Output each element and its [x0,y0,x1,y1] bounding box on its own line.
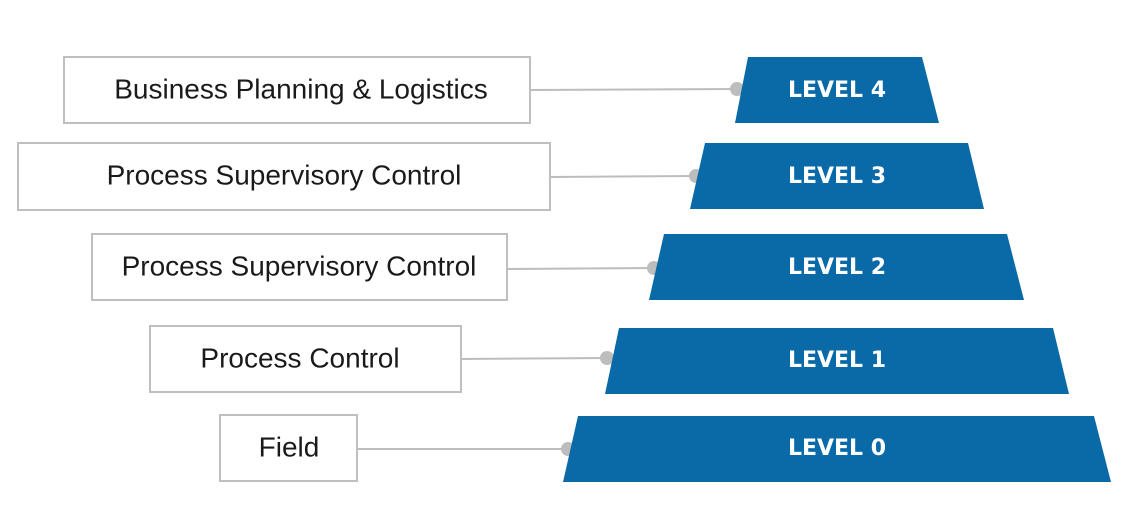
level-0-description-box [219,414,358,482]
level-1-description-box [149,325,462,393]
level-0-tier-label: LEVEL 0 [788,436,886,461]
level-3-tier [690,143,984,209]
level-1-connector-dot [600,351,614,365]
level-2-description-box [91,233,508,301]
level-1-tier [605,328,1069,394]
level-4-tier [735,57,939,123]
level-1-tier-label: LEVEL 1 [788,348,886,373]
level-0-row: Field LEVEL 0 [219,414,1111,482]
level-3-description: Process Supervisory Control [107,159,462,190]
level-0-tier [563,416,1111,482]
level-4-description-box [63,56,531,124]
level-2-connector [506,267,655,270]
level-2-row: Process Supervisory Control LEVEL 2 [91,233,1024,301]
level-4-tier-label: LEVEL 4 [788,78,886,103]
level-2-tier [649,234,1024,300]
level-3-tier-label: LEVEL 3 [788,164,886,189]
level-1-description: Process Control [200,342,399,373]
level-1-row: Process Control LEVEL 1 [149,325,1069,394]
level-1-connector [460,357,608,360]
level-4-row: Business Planning & Logistics LEVEL 4 [63,56,939,124]
level-2-tier-label: LEVEL 2 [788,255,886,280]
level-4-connector [529,88,738,91]
level-0-description: Field [259,431,320,462]
level-3-connector [549,175,697,178]
level-4-connector-dot [730,82,744,96]
level-3-row: Process Supervisory Control LEVEL 3 [17,142,984,211]
level-2-description: Process Supervisory Control [122,250,477,281]
level-4-description: Business Planning & Logistics [114,73,488,104]
